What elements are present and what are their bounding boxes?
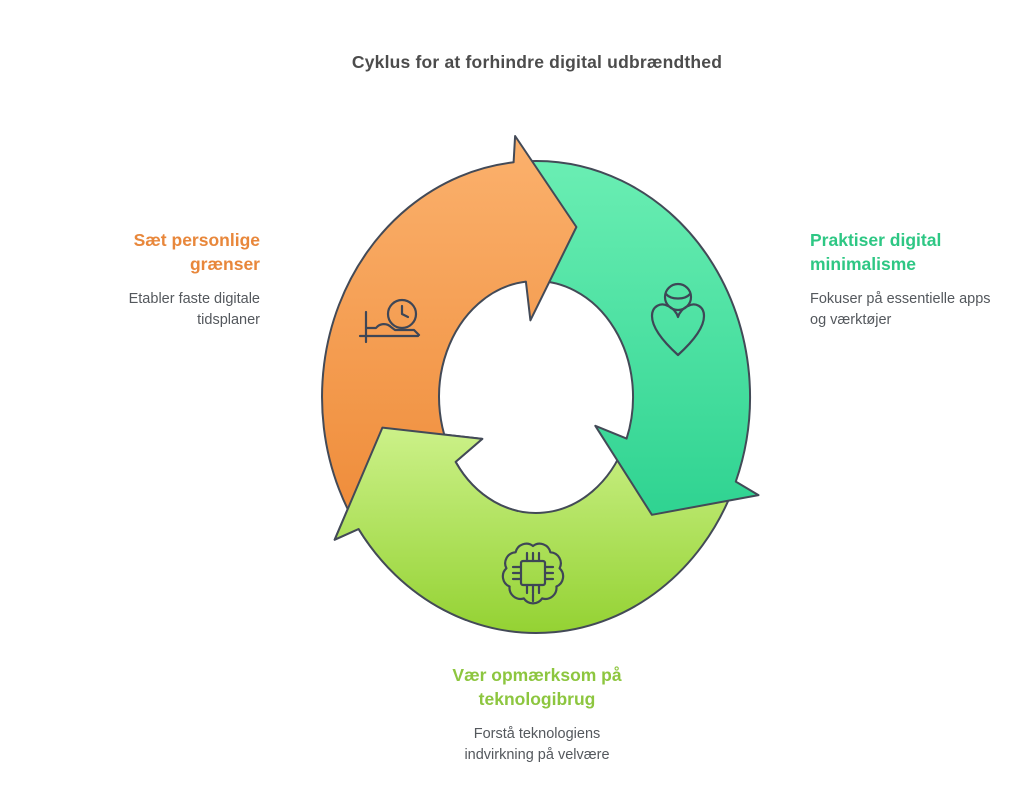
step-subtitle: Forstå teknologiens indvirkning på velvæ…: [464, 726, 610, 764]
step-label-digital-minimalism: Praktiser digital minimalisme Fokuser på…: [810, 229, 1024, 331]
person-heart-icon: [650, 282, 706, 357]
step-subtitle: Etabler faste digitale tidsplaner: [128, 291, 260, 329]
step-label-personal-boundaries: Sæt personlige grænser Etabler faste dig…: [30, 229, 260, 331]
step-subtitle: Fokuser på essentielle apps og værktøjer: [810, 291, 991, 329]
arrow-segment-digital-minimalism: [523, 159, 760, 516]
brain-chip-icon: [501, 542, 565, 605]
step-title: Praktiser digital minimalisme: [810, 230, 942, 274]
page-title: Cyklus for at forhindre digital udbrændt…: [351, 52, 723, 72]
arrow-segment-technology-awareness-head: [333, 426, 518, 621]
step-title: Vær opmærksom på teknologibrug: [452, 665, 622, 709]
step-label-technology-awareness: Vær opmærksom på teknologibrug Forstå te…: [387, 664, 687, 766]
step-title: Sæt personlige grænser: [133, 230, 260, 274]
bed-clock-icon: [358, 298, 421, 344]
